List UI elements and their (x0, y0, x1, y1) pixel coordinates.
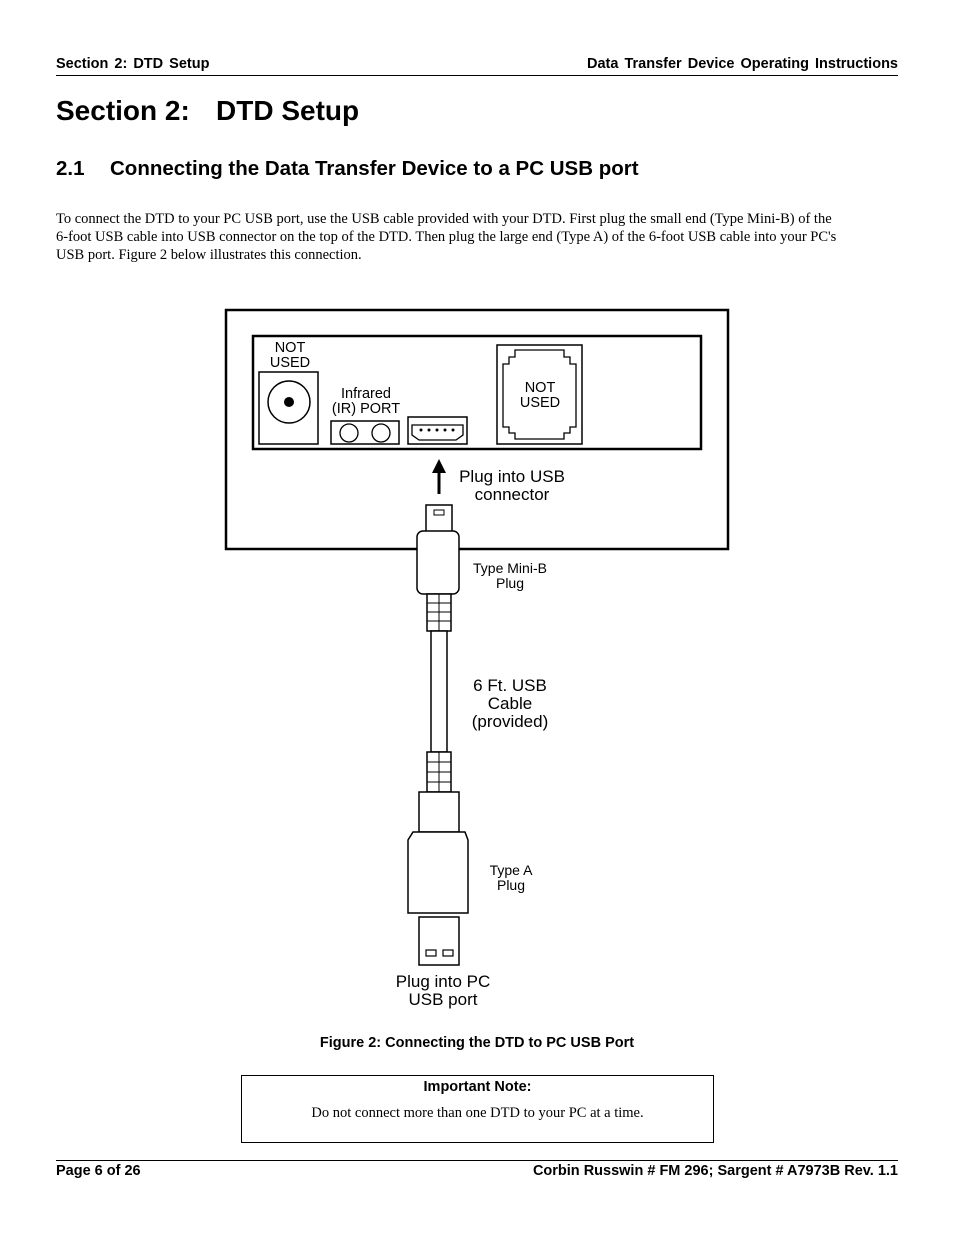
plug-pc-label-1: Plug into PC (396, 972, 491, 991)
page-footer: Page 6 of 26 Corbin Russwin # FM 296; Sa… (56, 1160, 898, 1183)
usb-mini-b-socket (411, 424, 464, 441)
not-used-right-label-2: USED (520, 395, 560, 411)
cable-label-3: (provided) (472, 712, 549, 731)
subsection-number: 2.1 (56, 157, 85, 180)
page-header: Section 2: DTD Setup Data Transfer Devic… (56, 55, 898, 76)
not-used-left-label-1: NOT (275, 340, 306, 356)
cable-label-2: Cable (488, 694, 532, 713)
note-title: Important Note: (423, 1079, 532, 1095)
instructions-paragraph: To connect the DTD to your PC USB port, … (56, 210, 898, 264)
connection-diagram: NOT USED Infrared (IR) PORT NOT USED Plu… (224, 308, 730, 1009)
dtd-top-panel (251, 334, 703, 451)
type-a-label-2: Plug (497, 877, 525, 893)
paragraph-line: 6-foot USB cable into USB connector on t… (56, 229, 837, 245)
mini-b-label-1: Type Mini-B (473, 560, 547, 576)
not-used-right-label-1: NOT (525, 380, 556, 396)
section-heading: Section 2: DTD Setup (56, 95, 359, 127)
figure-caption: Figure 2: Connecting the DTD to PC USB P… (319, 1035, 635, 1051)
infrared-label-2: (IR) PORT (332, 401, 400, 417)
type-a-plug-neck (418, 791, 460, 833)
not-used-left-label-2: USED (270, 355, 310, 371)
type-a-plug-body (407, 831, 469, 914)
power-jack-pin (284, 397, 294, 407)
infrared-label-1: Infrared (341, 386, 391, 402)
note-body: Do not connect more than one DTD to your… (311, 1105, 644, 1121)
header-section-label: Section 2: DTD Setup (56, 56, 210, 72)
paragraph-line: USB port. Figure 2 below illustrates thi… (56, 247, 362, 263)
section-title: DTD Setup (216, 95, 360, 126)
plug-usb-label-2: connector (475, 485, 550, 504)
plug-pc-label-2: USB port (409, 990, 478, 1009)
cable-label-1: 6 Ft. USB (473, 676, 547, 695)
important-note-box: Important Note: Do not connect more than… (241, 1075, 714, 1143)
usb-cable (430, 630, 448, 753)
header-document-title: Data Transfer Device Operating Instructi… (587, 56, 898, 72)
footer-document-id: Corbin Russwin # FM 296; Sargent # A7973… (532, 1163, 898, 1179)
type-a-plug-tip (418, 916, 460, 966)
mini-b-plug-body (416, 530, 460, 595)
plug-usb-label-1: Plug into USB (459, 467, 565, 486)
footer-page-number: Page 6 of 26 (56, 1163, 141, 1179)
mini-b-plug-tip (425, 504, 453, 533)
rj-jack-socket (502, 349, 577, 440)
subsection-title: Connecting the Data Transfer Device to a… (110, 157, 639, 180)
mini-b-label-2: Plug (496, 575, 524, 591)
ir-lens-right (371, 423, 391, 443)
type-a-label-1: Type A (490, 862, 533, 878)
ir-lens-left (339, 423, 359, 443)
subsection-heading: 2.1 Connecting the Data Transfer Device t… (56, 157, 639, 181)
arrow-head-icon (432, 459, 446, 473)
paragraph-line: To connect the DTD to your PC USB port, … (56, 211, 832, 227)
section-number: Section 2: (56, 95, 190, 126)
